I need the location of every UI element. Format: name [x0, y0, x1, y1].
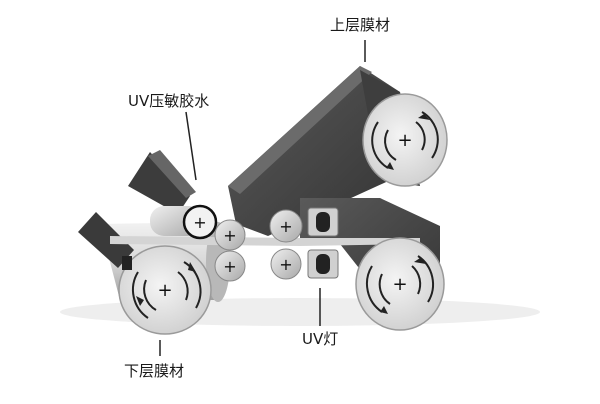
lower-roller-arrow-2	[188, 262, 196, 272]
upper-belt-edge	[228, 66, 372, 194]
rewind-roller: +	[355, 237, 445, 331]
upper-nip-roller-1: +	[214, 219, 246, 251]
leader-uv-adhesive	[185, 111, 197, 181]
glue-roller: +	[150, 204, 218, 240]
upper-roller-arc-2	[384, 129, 397, 161]
upper-film-belt	[228, 66, 408, 236]
lower-nip-roller-1: +	[214, 250, 246, 282]
lower-nip-roller-2-face	[270, 248, 302, 280]
lower-roller-arrow-1	[136, 296, 144, 306]
uv-lamp-upper-bulb	[316, 212, 330, 232]
upper-roller-arrow-2	[418, 114, 430, 120]
upper-nip-roller-2-face	[269, 209, 303, 243]
label-lower-film: 下层膜材	[124, 362, 185, 380]
rewind-roller-arc-2	[378, 273, 391, 305]
glue-roller-symbol: +	[193, 213, 206, 232]
upper-roller-arc-1	[371, 121, 389, 169]
lower-nip-roller-1-symbol: +	[223, 257, 236, 276]
label-upper-film: 上层膜材	[330, 16, 391, 34]
label-uv-lamp: UV灯	[302, 330, 339, 348]
upper-roller-arc-3	[421, 111, 439, 159]
glue-applicator-edge	[148, 150, 196, 198]
upper-nip-roller-2-symbol: +	[279, 217, 292, 236]
upper-roller-arc-4	[415, 121, 426, 151]
lower-roller-arc-2	[143, 279, 157, 311]
rewind-roller-symbol: +	[392, 274, 407, 295]
rewind-roller-arrow-2	[414, 258, 426, 264]
lower-nip-roller-1-face	[214, 250, 246, 282]
lower-roller-arc-1	[131, 271, 149, 319]
upper-roller-arrow-1	[386, 162, 394, 170]
upper-nip-roller-1-face	[214, 219, 246, 251]
rewind-roller-arc-3	[417, 255, 435, 303]
label-uv-adhesive: UV压敏胶水	[128, 92, 210, 110]
upper-film-roller: +	[360, 70, 448, 187]
uv-lamp-lower-bulb	[316, 254, 330, 274]
glue-applicator-plate	[128, 152, 190, 214]
upper-belt-surface	[228, 66, 408, 236]
rewind-roller-arc-4	[411, 265, 422, 295]
lower-guide-block	[122, 256, 132, 270]
lower-nip-roller-2-symbol: +	[279, 255, 292, 274]
upper-nip-roller-1-symbol: +	[223, 226, 236, 245]
rewind-roller-arc-1	[365, 265, 383, 313]
upper-nip-roller-2: +	[269, 209, 303, 243]
nip-rollers: + + + + +	[150, 204, 303, 282]
lower-roller-arc-4	[177, 271, 189, 301]
lower-guide-plate	[78, 212, 134, 268]
glue-roller-face	[182, 204, 218, 240]
laminated-web	[110, 236, 420, 246]
lower-roller-symbol: +	[157, 280, 172, 301]
lower-roller-arc-3	[183, 261, 202, 309]
upper-roller-symbol: +	[397, 130, 412, 151]
lower-nip-roller-2: +	[270, 248, 302, 280]
uv-lamps	[307, 207, 339, 279]
rewind-roller-arrow-1	[380, 306, 388, 314]
